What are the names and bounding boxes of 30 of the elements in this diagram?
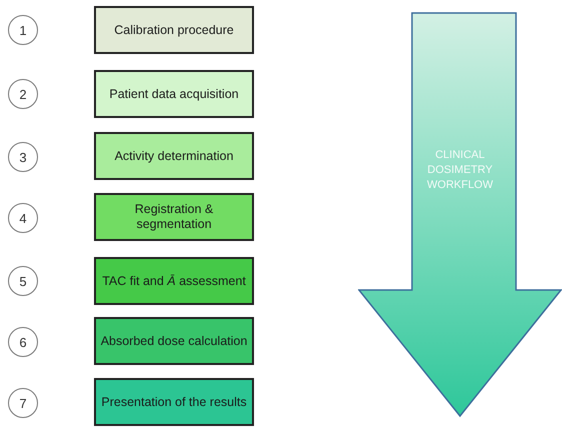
step-text: TAC fit and Ā assessment bbox=[101, 274, 247, 288]
process-box bbox=[94, 317, 254, 365]
step-number: 7 bbox=[19, 396, 27, 410]
step-number-circle bbox=[8, 79, 38, 109]
step-text: Registration & segmentation bbox=[134, 202, 214, 232]
step-text: Calibration procedure bbox=[113, 22, 235, 38]
step-number-circle bbox=[8, 388, 38, 418]
process-box bbox=[94, 378, 254, 426]
step-number: 4 bbox=[19, 210, 27, 226]
process-box bbox=[94, 70, 254, 118]
process-box bbox=[94, 132, 254, 180]
process-box bbox=[94, 193, 254, 241]
step-number-circle bbox=[8, 203, 38, 233]
step-number-circle bbox=[8, 142, 38, 172]
step-number: 6 bbox=[19, 334, 27, 350]
step-text: Absorbed dose calculation bbox=[100, 334, 248, 348]
process-box bbox=[94, 6, 254, 54]
workflow-arrow bbox=[358, 12, 562, 418]
step-number: 5 bbox=[19, 274, 27, 288]
step-number-circle bbox=[8, 266, 38, 296]
step-number-circle bbox=[8, 327, 38, 357]
step-text: Patient data acquisition bbox=[108, 86, 240, 102]
step-number: 2 bbox=[19, 86, 27, 102]
step-text: Activity determination bbox=[114, 148, 234, 164]
arrow-label: CLINICAL DOSIMETRY WORKFLOW bbox=[426, 148, 494, 192]
step-number: 3 bbox=[19, 150, 27, 164]
step-text: Presentation of the results bbox=[100, 394, 248, 410]
step-number: 1 bbox=[19, 22, 27, 38]
process-box bbox=[94, 257, 254, 305]
step-number-circle bbox=[8, 15, 38, 45]
